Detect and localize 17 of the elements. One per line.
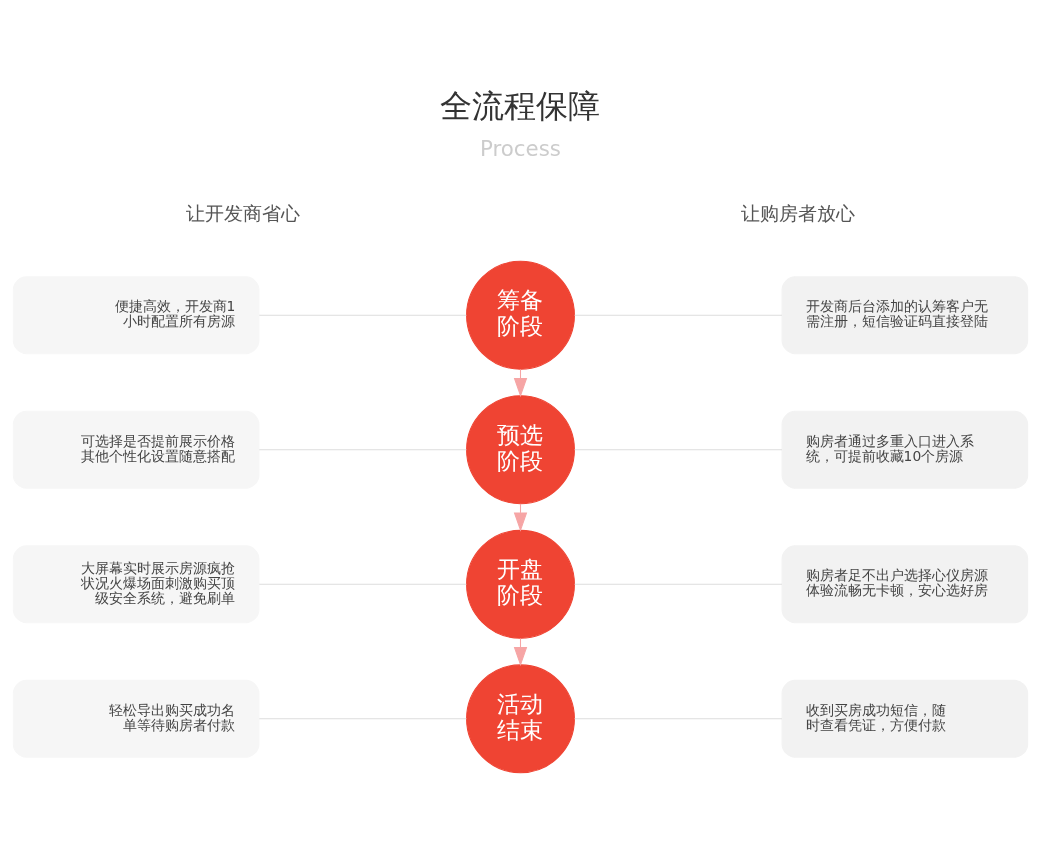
label: 让购房者放心 [740,202,855,226]
arrow [513,368,527,398]
node-box: 购房者足不出户选择心仪房源体验流畅无卡顿，安心选好房 [781,545,1028,624]
node-box: 开发商后台添加的认筹客户无需注册，短信验证码直接登陆 [781,276,1028,355]
node-box: 购房者通过多重入口进入系统，可提前收藏10个房源 [781,410,1028,489]
node-circle: 筹备阶段 [465,260,575,370]
node-circle: 活动结束 [465,664,575,774]
node-box: 便捷高效，开发商1小时配置所有房源 [12,276,259,355]
node-circle: 预选阶段 [465,395,575,505]
node-box: 可选择是否提前展示价格其他个性化设置随意搭配 [12,410,259,489]
node-box: 收到买房成功短信，随时查看凭证，方便付款 [781,679,1028,758]
node-circle: 开盘阶段 [465,529,575,639]
label: 让开发商省心 [185,202,300,226]
diagram-title: 全流程保障 [440,87,600,126]
arrow [513,637,527,667]
node-box: 轻松导出购买成功名单等待购房者付款 [12,679,259,758]
node-box: 大屏幕实时展示房源疯抢状况火爆场面刺激购买顶级安全系统，避免刷单 [12,545,259,624]
